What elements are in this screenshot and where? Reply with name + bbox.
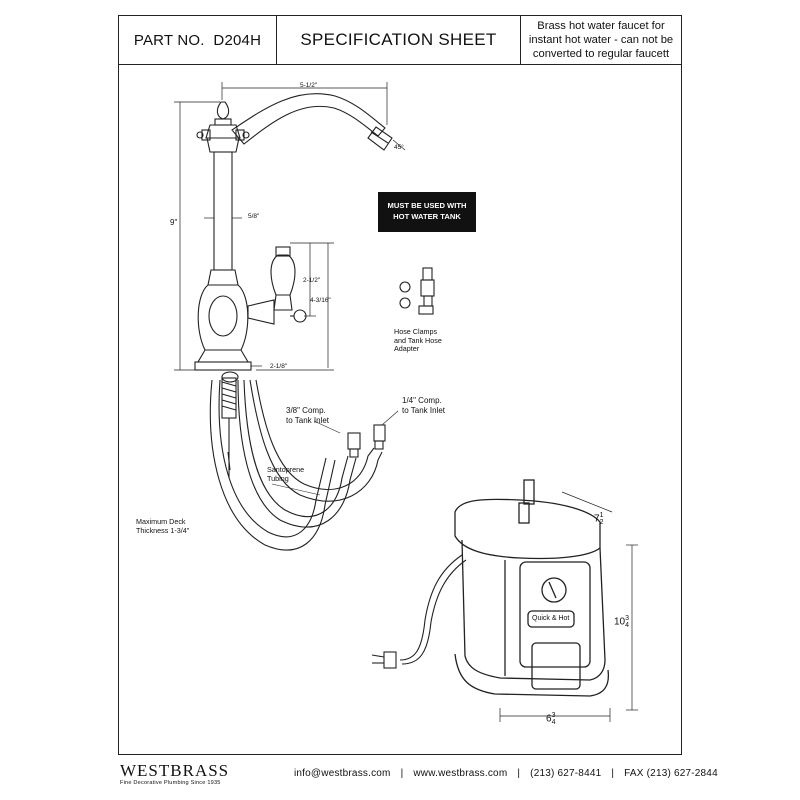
- label-comp-14: 1/4" Comp. to Tank Inlet: [402, 396, 445, 415]
- part-no-value: D204H: [213, 31, 262, 49]
- hose-clamp-parts: [399, 267, 435, 315]
- contact-website[interactable]: www.westbrass.com: [413, 768, 508, 779]
- label-comp-38: 3/8" Comp. to Tank Inlet: [286, 406, 329, 425]
- westbrass-logo: WESTBRASS Fine Decorative Plumbing Since…: [120, 761, 229, 786]
- dim-handle-height: 2-1/2": [303, 277, 321, 284]
- warning-line-2: HOT WATER TANK: [393, 212, 461, 221]
- warning-box: MUST BE USED WITH HOT WATER TANK: [378, 192, 476, 232]
- faucet-spout: [231, 93, 393, 151]
- sheet-title: SPECIFICATION SHEET: [277, 16, 521, 64]
- dim-handle-total: 4-3/16": [310, 297, 331, 304]
- contact-fax: FAX (213) 627-2844: [624, 768, 718, 779]
- leader-lines: [271, 410, 399, 496]
- separator: |: [400, 768, 404, 779]
- power-cord: [371, 554, 467, 669]
- brand-tagline: Fine Decorative Plumbing Since 1935: [120, 780, 221, 786]
- dim-tank-height-whole: 10: [614, 616, 626, 628]
- dim-spout-angle: 45°: [394, 144, 404, 151]
- dim-base-dia: 2-1/8": [270, 363, 288, 370]
- contact-info: info@westbrass.com | www.westbrass.com |…: [294, 768, 718, 779]
- label-deck-thickness: Maximum Deck Thickness 1-3/4": [136, 517, 190, 535]
- brand-name: WESTBRASS: [120, 761, 230, 780]
- compression-fittings: [347, 424, 386, 458]
- dim-spout-reach: 5-1/2": [300, 82, 318, 89]
- contact-phone: (213) 627-8441: [530, 768, 602, 779]
- dim-height: 9": [170, 218, 178, 227]
- faucet-stem: [207, 151, 239, 286]
- separator: |: [611, 768, 615, 779]
- separator: |: [517, 768, 521, 779]
- dim-tank-width-den: 4: [551, 719, 556, 726]
- hot-water-tank: [454, 479, 610, 697]
- mounting-shank: [221, 377, 237, 478]
- faucet-finial: [196, 101, 250, 153]
- part-no-label: PART NO.: [133, 31, 205, 49]
- contact-email[interactable]: info@westbrass.com: [294, 768, 391, 779]
- faucet-note: Brass hot water faucet for instant hot w…: [528, 20, 674, 60]
- drawing-frame: [118, 65, 682, 755]
- dim-tank-depth-num: 1: [599, 512, 604, 519]
- tank-dial-label: Quick & Hot: [532, 615, 570, 622]
- supply-tubing: [209, 379, 383, 551]
- warning-line-1: MUST BE USED WITH: [387, 201, 467, 210]
- tank-dimension-lines: [499, 491, 638, 722]
- dim-tank-height-num: 3: [625, 615, 630, 622]
- dim-tank-width-num: 3: [551, 712, 556, 719]
- label-hose-clamps: Hose Clamps and Tank Hose Adapter: [394, 327, 442, 353]
- header-table: PART NO. D204H SPECIFICATION SHEET Brass…: [118, 15, 682, 65]
- dimension-lines: [174, 82, 406, 371]
- dim-tank-height-den: 4: [625, 622, 630, 629]
- dim-tank-width-whole: 6: [546, 713, 552, 725]
- dim-tank-depth-whole: 7: [594, 513, 600, 525]
- label-tubing: Santoprene Tubing: [267, 465, 305, 483]
- dim-tank-depth-den: 2: [599, 519, 604, 526]
- part-number-cell: PART NO. D204H: [119, 16, 277, 64]
- faucet-body: [194, 284, 252, 383]
- dim-stem-dia: 5/8": [248, 213, 260, 220]
- faucet-handle: [247, 246, 307, 325]
